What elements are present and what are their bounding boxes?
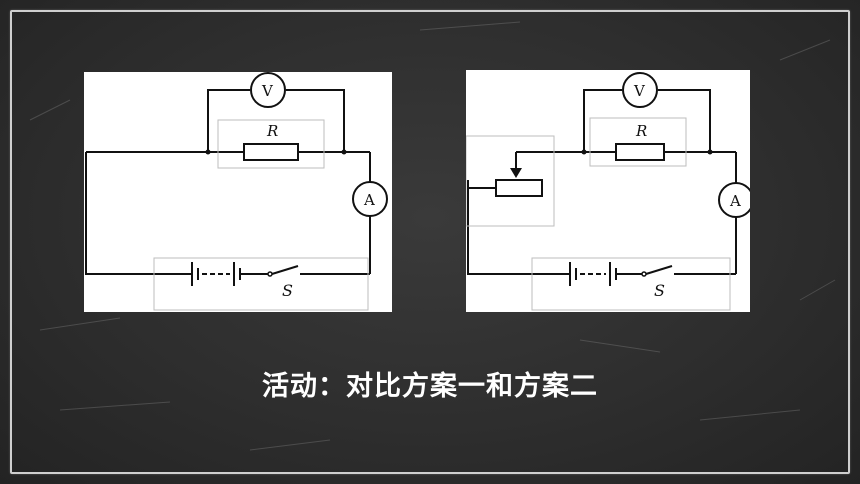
battery-symbol (566, 262, 642, 286)
svg-text:V: V (261, 82, 274, 100)
switch-symbol (267, 265, 304, 277)
slide-border (10, 10, 850, 474)
rheostat-symbol (495, 179, 543, 197)
circuit-diagram-right: R V A S (466, 70, 750, 312)
svg-text:V: V (633, 82, 646, 100)
slide-title: 活动：对比方案一和方案二 (262, 371, 598, 402)
voltmeter-icon: V (250, 72, 286, 108)
switch-label: S (282, 281, 293, 300)
ammeter-icon: A (352, 181, 388, 217)
rheostat-slider-arrow (510, 168, 522, 178)
resistor-symbol (243, 143, 299, 161)
svg-text:A: A (363, 191, 375, 209)
switch-label: S (654, 281, 665, 300)
resistor-label: R (266, 122, 278, 140)
circuit-diagram-left: R V A S (84, 72, 392, 312)
resistor-label: R (635, 122, 647, 140)
battery-symbol (186, 262, 268, 286)
resistor-symbol (615, 143, 665, 161)
svg-text:A: A (729, 192, 741, 210)
switch-symbol (641, 265, 680, 277)
ammeter-icon: A (718, 182, 750, 218)
voltmeter-icon: V (622, 72, 658, 108)
